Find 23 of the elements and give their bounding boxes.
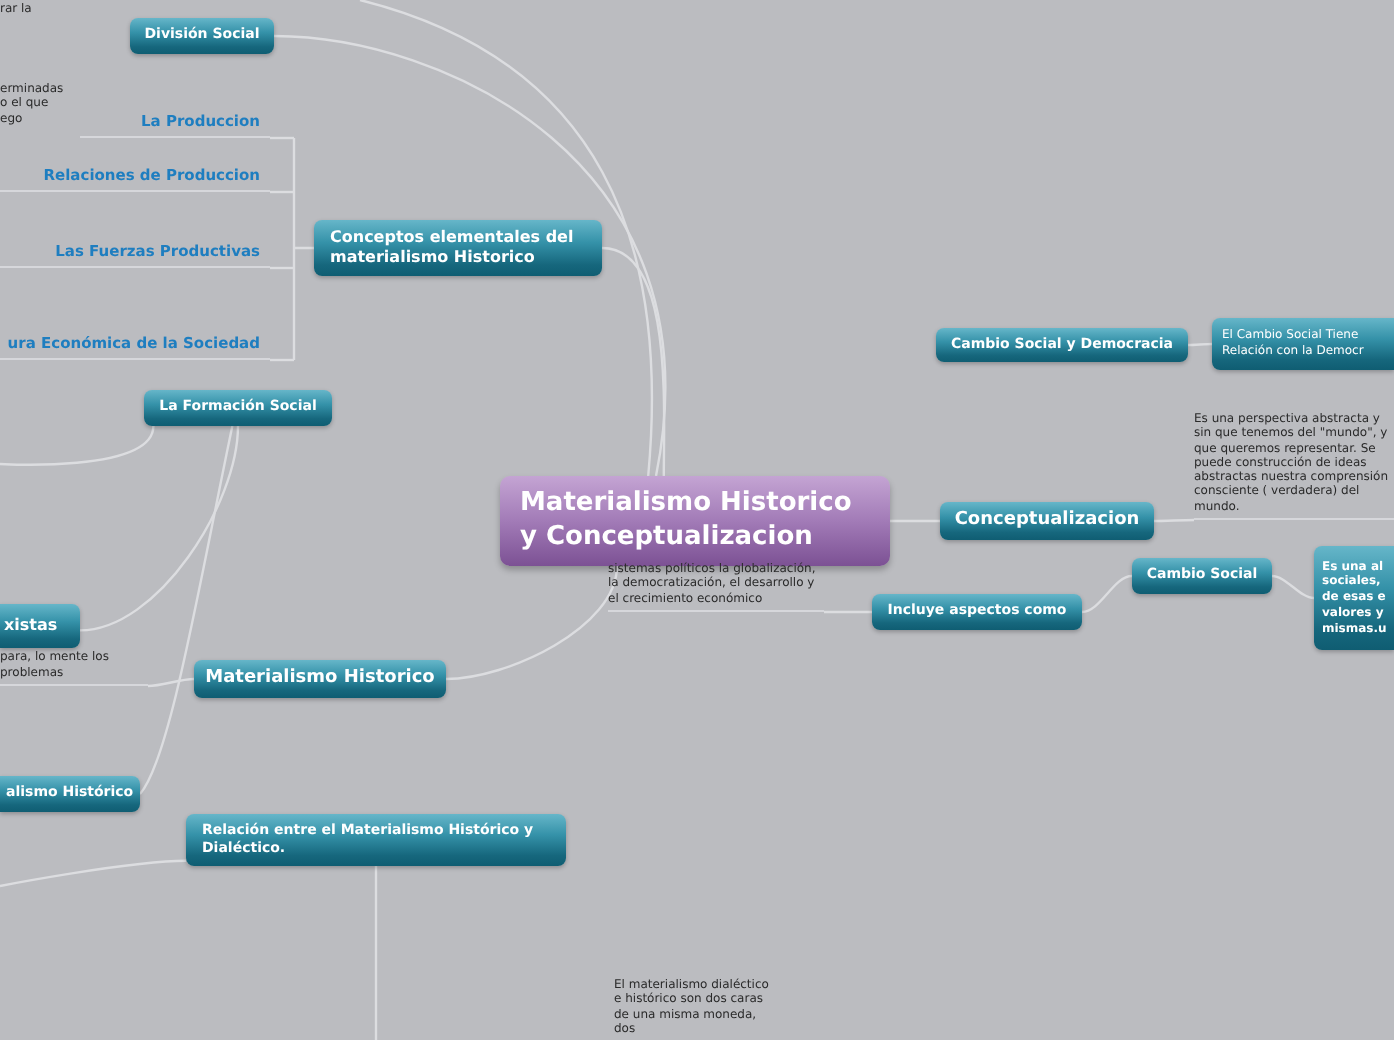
connector-line bbox=[890, 519, 940, 523]
connector-line bbox=[270, 190, 294, 194]
connector-line bbox=[139, 425, 234, 795]
connector-line bbox=[0, 425, 155, 466]
connector-line bbox=[0, 859, 187, 888]
topic-box: Conceptos elementales del materialismo Historico bbox=[314, 220, 602, 276]
connector-line bbox=[359, 0, 653, 477]
connector-line bbox=[273, 34, 667, 477]
connector-line bbox=[374, 866, 378, 1040]
topic-box: xistas bbox=[0, 604, 80, 648]
connector-line bbox=[1081, 574, 1133, 614]
connector-line bbox=[445, 565, 619, 681]
connector-line bbox=[270, 358, 294, 362]
connector-line bbox=[1188, 342, 1212, 347]
connector-line bbox=[147, 677, 195, 688]
connector-line bbox=[1154, 518, 1194, 523]
connector-line bbox=[824, 610, 872, 614]
connector-line bbox=[270, 266, 294, 270]
connector-line bbox=[1271, 574, 1315, 600]
topic-box: Conceptualizacion bbox=[940, 502, 1154, 540]
connector-line bbox=[79, 425, 240, 632]
connector-line bbox=[601, 246, 666, 476]
topic-box: Materialismo Historico bbox=[194, 660, 446, 698]
